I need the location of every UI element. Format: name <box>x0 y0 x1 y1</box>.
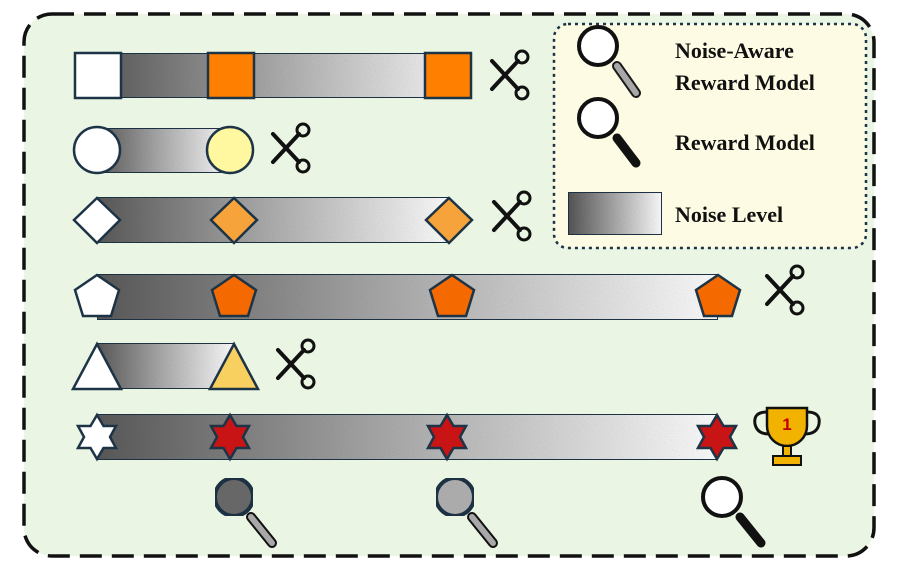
start-circle <box>72 125 122 175</box>
triangle-mark <box>207 341 261 391</box>
noise-level-label: Noise Level <box>675 202 783 227</box>
scissors-icon <box>276 338 316 390</box>
start-diamond <box>72 196 122 245</box>
noise-aware-magnifier-icon <box>577 25 641 98</box>
trophy-rank: 1 <box>782 415 791 434</box>
scissors-icon <box>765 264 805 316</box>
noise-bar <box>96 342 235 390</box>
scissors-icon <box>271 122 311 174</box>
star-mark <box>208 412 252 462</box>
start-triangle <box>70 341 124 391</box>
star-mark <box>425 412 469 462</box>
trajectory-square <box>73 51 473 100</box>
noise-bar <box>96 413 718 461</box>
star-mark <box>695 412 739 462</box>
noise-aware-label-line2: Reward Model <box>675 70 815 95</box>
diamond-mark <box>424 196 474 245</box>
trajectory-circle <box>72 125 255 175</box>
trajectory-diamond <box>72 196 474 245</box>
pentagon-mark <box>210 273 258 318</box>
noise-bar <box>96 273 719 321</box>
noise-aware-magnifier-icon <box>213 476 277 548</box>
square-mark <box>206 51 256 100</box>
noise-bar <box>96 196 450 244</box>
reward-model-magnifier-icon <box>577 97 641 168</box>
reward-model-magnifier-icon <box>701 476 766 548</box>
noise-bar <box>97 52 472 99</box>
start-pentagon <box>73 273 121 318</box>
trophy-icon: 1 <box>753 406 821 466</box>
circle-mark <box>205 125 255 175</box>
noise-aware-magnifier-icon <box>434 476 498 548</box>
pentagon-mark <box>428 273 476 318</box>
trajectory-star <box>75 412 739 462</box>
trajectory-pentagon <box>73 273 742 321</box>
diamond-mark <box>209 196 259 245</box>
reward-model-label: Reward Model <box>675 130 815 155</box>
scissors-icon <box>490 49 530 101</box>
noise-level-swatch <box>567 191 663 236</box>
trajectory-triangle <box>70 341 261 391</box>
start-star <box>75 412 119 462</box>
legend: Noise-Aware Reward Model Reward Model No… <box>552 22 868 250</box>
pentagon-mark <box>694 273 742 318</box>
square-mark <box>423 51 473 100</box>
scissors-icon <box>492 190 532 242</box>
noise-aware-label-line1: Noise-Aware <box>675 38 794 63</box>
start-square <box>73 51 123 100</box>
